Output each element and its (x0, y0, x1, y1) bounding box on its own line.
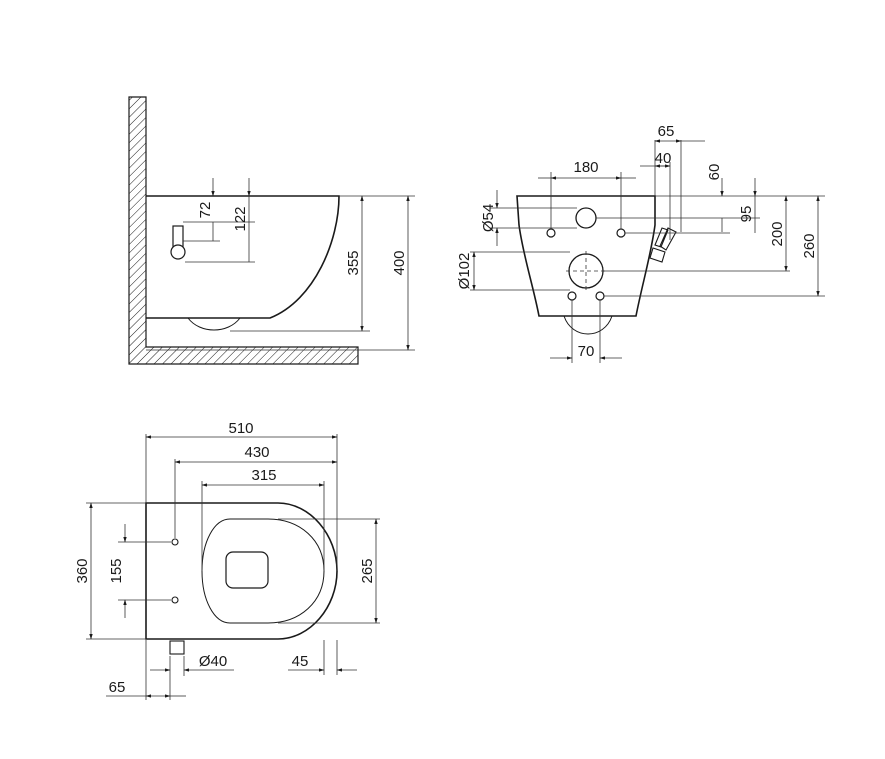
dim-rear-95: 95 (738, 206, 755, 223)
top-inlet-fitting (169, 640, 185, 655)
dim-rear-65: 65 (658, 123, 675, 140)
dim-rear-40: 40 (655, 150, 672, 167)
rear-bowl-outline (516, 195, 656, 317)
dim-top-45: 45 (292, 653, 309, 670)
side-view: 72 122 355 400 (128, 96, 415, 365)
dim-rear-d54: Ø54 (480, 204, 497, 232)
dim-top-510: 510 (228, 420, 253, 437)
dim-side-355: 355 (345, 250, 362, 275)
top-seat-opening (201, 518, 325, 624)
dim-rear-60: 60 (706, 164, 723, 181)
wall-hatch (128, 96, 359, 365)
side-bowl-outline (146, 195, 340, 319)
rear-bolt-hole-right (616, 228, 626, 238)
rear-lower-bolt-left (567, 291, 577, 301)
top-view: 510 430 315 360 155 265 Ø40 45 65 (74, 420, 380, 700)
side-inlet-circle (170, 244, 186, 260)
dim-rear-d102: Ø102 (456, 253, 473, 290)
dim-top-155: 155 (108, 558, 125, 583)
dim-top-65: 65 (109, 679, 126, 696)
dim-top-d40: Ø40 (199, 653, 227, 670)
dim-rear-180: 180 (573, 159, 598, 176)
rear-inlet-hole (575, 207, 597, 229)
top-bolt-hole-upper (171, 538, 179, 546)
dim-rear-70: 70 (578, 343, 595, 360)
dim-side-400: 400 (391, 250, 408, 275)
side-bowl-outlet (187, 317, 241, 331)
dim-top-265: 265 (359, 558, 376, 583)
top-rim-inner (225, 551, 269, 589)
rear-bolt-hole-left (546, 228, 556, 238)
dim-rear-260: 260 (801, 233, 818, 258)
dim-top-430: 430 (244, 444, 269, 461)
dim-side-72: 72 (197, 202, 214, 219)
rear-view: 65 40 180 60 95 200 260 Ø54 Ø102 70 (456, 123, 825, 363)
dim-top-315: 315 (251, 467, 276, 484)
dim-rear-200: 200 (769, 221, 786, 246)
top-bowl-outline (145, 502, 338, 640)
dim-side-122: 122 (232, 206, 249, 231)
rear-lower-bolt-right (595, 291, 605, 301)
rear-valve (649, 227, 677, 263)
top-bolt-hole-lower (171, 596, 179, 604)
dim-top-360: 360 (74, 558, 91, 583)
rear-bowl-base (563, 315, 613, 335)
